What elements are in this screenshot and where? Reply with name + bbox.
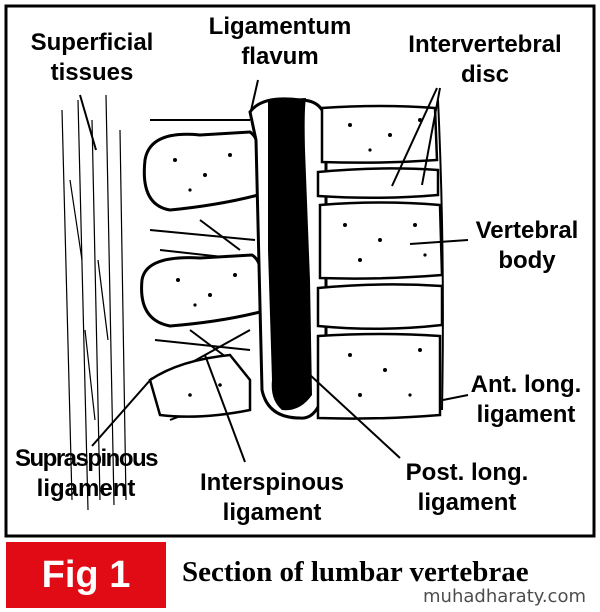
label-ant-long-ligament: Ant. long. ligament: [470, 371, 582, 428]
bone-stipple: [173, 153, 237, 397]
leader-supraspinous: [91, 377, 153, 447]
label-post-long-ligament: Post. long. ligament: [405, 459, 529, 516]
label-supraspinous-ligament: Supraspinous ligament: [14, 445, 159, 502]
leader-ant-long: [442, 394, 469, 401]
label-interspinous-ligament: Interspinous ligament: [199, 469, 344, 526]
leader-flavum: [249, 79, 259, 116]
leader-interspinous: [204, 354, 246, 463]
vertebral-body-top: [320, 104, 439, 164]
label-intervertebral-disc: Intervertebral disc: [408, 31, 562, 88]
lumbar-section-diagram: [4, 4, 596, 538]
vertebral-body-bottom: [316, 332, 442, 420]
spinous-process-lower: [140, 253, 263, 328]
leader-post-long: [309, 374, 401, 459]
spinous-process-upper: [142, 130, 261, 212]
anterior-longitudinal-ligament: [437, 99, 444, 411]
intervertebral-disc-1: [316, 167, 440, 200]
leader-lines: [79, 79, 469, 463]
superficial-tissue: [61, 94, 127, 511]
spinal-canal: [268, 98, 312, 411]
watermark: muhadharaty.com: [423, 586, 586, 607]
leader-superficial: [79, 94, 97, 151]
body-stipple: [343, 118, 427, 397]
diagram-frame: [4, 4, 596, 538]
intervertebral-disc-2: [316, 283, 444, 330]
figure-caption: Section of lumbar vertebrae: [182, 556, 529, 588]
leader-disc-1: [391, 87, 438, 187]
leader-body: [409, 239, 469, 245]
figure-number-badge: Fig 1: [6, 542, 166, 608]
leader-disc-2: [421, 87, 441, 186]
label-superficial-tissues: Superficial tissues: [30, 29, 154, 86]
spinous-process-bottom: [148, 353, 252, 418]
label-vertebral-body: Vertebral body: [475, 217, 579, 274]
label-ligamentum-flavum: Ligamentum flavum: [208, 13, 352, 70]
vertebral-bodies: [316, 104, 444, 420]
